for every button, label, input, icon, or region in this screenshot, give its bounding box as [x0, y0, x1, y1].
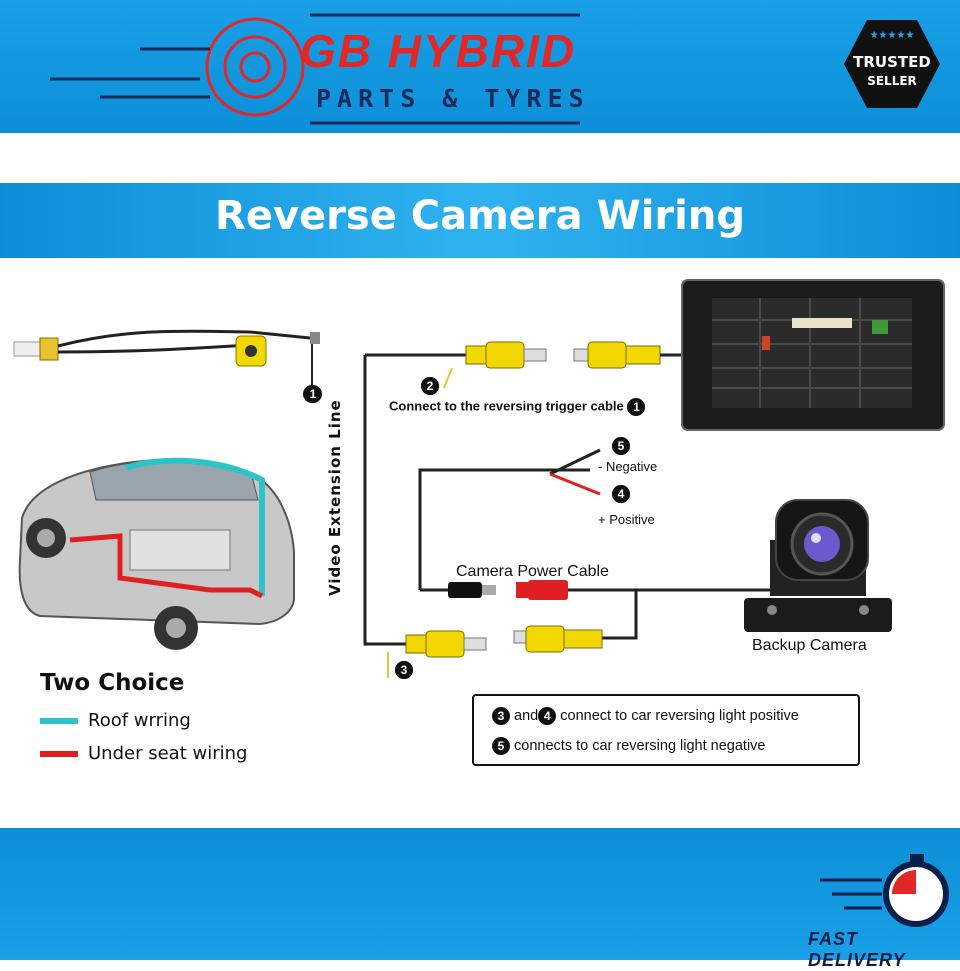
- negative-label: - Negative: [598, 459, 658, 474]
- diagram-title: Reverse Camera Wiring: [215, 193, 745, 239]
- legend-swatch-roof: [40, 718, 78, 724]
- legend-swatch-under-seat: [40, 751, 78, 757]
- trusted-label: TRUSTED: [853, 53, 931, 71]
- head-unit-icon: [681, 279, 945, 431]
- rca-top-right-icon: [573, 341, 661, 369]
- car-illustration-icon: [18, 457, 295, 650]
- trigger-cable-label: Connect to the reversing trigger cable 1: [389, 398, 646, 416]
- legend-item-roof: Roof wrring: [40, 710, 191, 731]
- badge-1-inline: 1: [627, 398, 646, 416]
- brand-name: GB HYBRID: [300, 25, 577, 77]
- legend-item-under-seat: Under seat wiring: [40, 743, 247, 764]
- note-negative: 5 connects to car reversing light negati…: [492, 737, 766, 755]
- legend-label-under-seat: Under seat wiring: [88, 743, 248, 764]
- brand-subtitle: PARTS & TYRES: [316, 84, 590, 113]
- badge-5: 5: [612, 437, 630, 455]
- positive-label: + Positive: [598, 512, 655, 527]
- trigger-cable-text: Connect to the reversing trigger cable: [389, 398, 624, 414]
- backup-camera-label: Backup Camera: [752, 637, 867, 654]
- power-cable-label: Camera Power Cable: [456, 563, 609, 580]
- stopwatch-icon: [820, 854, 949, 927]
- badge-1: 1: [304, 385, 322, 403]
- footer-band: [0, 828, 960, 960]
- trusted-seller-badge-icon: ★★★★★: [844, 20, 940, 108]
- badge-4: 4: [612, 485, 630, 503]
- badge-2: 2: [421, 377, 439, 395]
- tyre-logo-icon: [50, 13, 580, 125]
- wiring-diagram: [13, 279, 945, 679]
- harness-cable-icon: [13, 329, 321, 403]
- legend-title: Two Choice: [40, 670, 185, 696]
- svg-text:★★★★★: ★★★★★: [870, 30, 915, 41]
- seller-label: SELLER: [867, 74, 917, 88]
- header-band: [0, 0, 960, 133]
- video-extension-label: Video Extension Line: [326, 399, 344, 596]
- badge-3: 3: [395, 661, 413, 679]
- legend-label-roof: Roof wrring: [88, 710, 191, 731]
- title-band: [0, 183, 960, 258]
- power-connector-female-icon: [516, 580, 568, 600]
- power-connector-male-icon: [448, 582, 496, 598]
- fast-delivery-label: FAST DELIVERY: [808, 929, 906, 970]
- rca-bottom-left-icon: [405, 630, 487, 658]
- backup-camera-icon: [744, 499, 892, 632]
- rca-top-left-icon: [465, 341, 547, 369]
- rca-bottom-right-icon: [513, 625, 603, 653]
